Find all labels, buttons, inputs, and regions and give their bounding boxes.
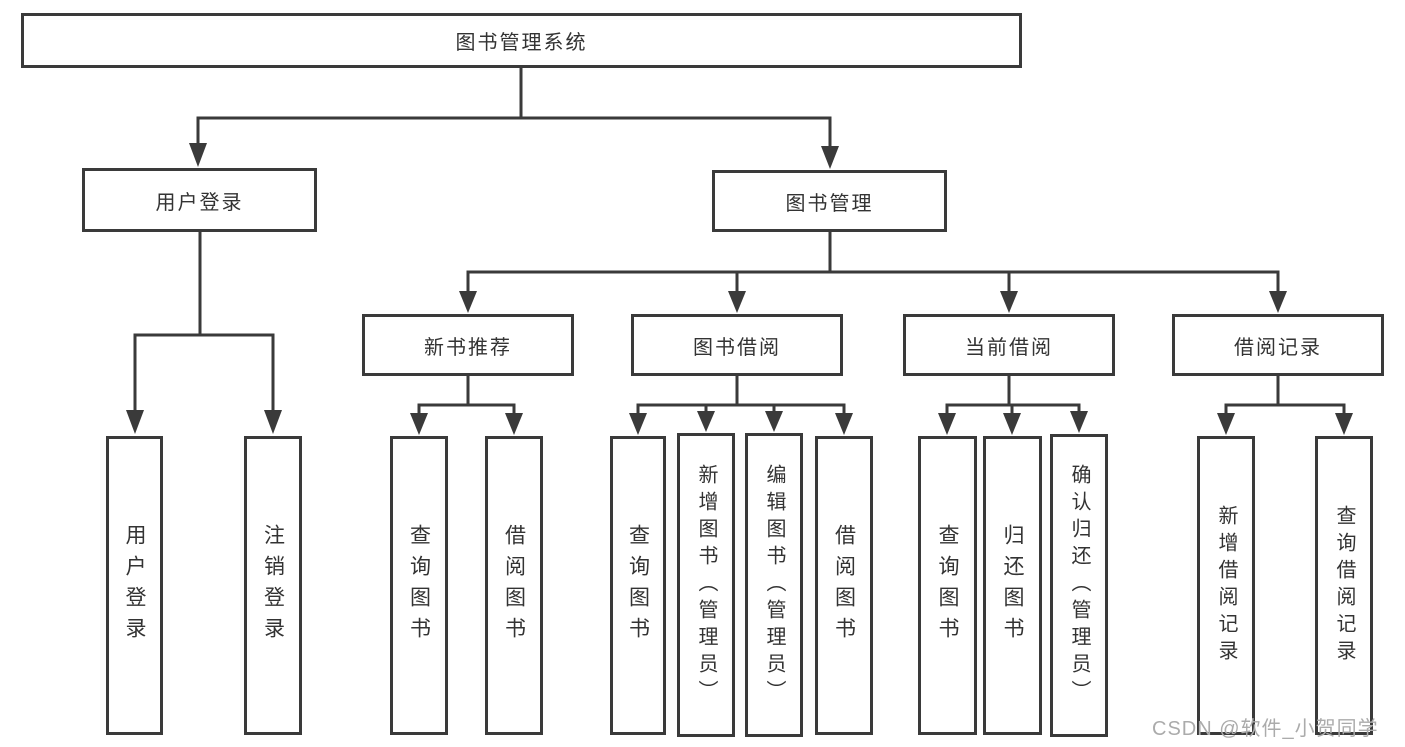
node-user-login: 用户登录 <box>82 168 317 232</box>
node-new-book-recommend: 新书推荐 <box>362 314 574 376</box>
leaf-query-books-current: 查询图书 <box>918 436 977 735</box>
leaf-borrow-books-recommend: 借阅图书 <box>485 436 543 735</box>
arrow-down-icon <box>821 146 839 169</box>
arrow-down-icon <box>938 413 956 435</box>
node-label: 确认归还（管理员） <box>1068 464 1090 707</box>
node-label: 归还图书 <box>1001 523 1024 648</box>
leaf-user-login: 用户登录 <box>106 436 163 735</box>
node-label: 新增图书（管理员） <box>695 463 717 707</box>
arrow-down-icon <box>505 413 523 435</box>
node-book-management: 图书管理 <box>712 170 947 232</box>
arrow-down-icon <box>765 411 783 432</box>
arrow-down-icon <box>835 413 853 435</box>
arrow-down-icon <box>1070 411 1088 433</box>
leaf-add-book-admin: 新增图书（管理员） <box>677 433 735 737</box>
node-label: 查询图书 <box>407 523 431 648</box>
node-current-borrow: 当前借阅 <box>903 314 1115 376</box>
arrow-down-icon <box>1217 413 1235 435</box>
node-book-borrow: 图书借阅 <box>631 314 843 376</box>
node-label: 注销登录 <box>261 523 285 648</box>
node-label: 图书管理系统 <box>455 32 588 54</box>
node-label: 查询借阅记录 <box>1333 504 1355 667</box>
node-label: 新书推荐 <box>424 336 512 359</box>
arrow-down-icon <box>126 410 144 434</box>
node-label: 当前借阅 <box>965 336 1053 359</box>
leaf-confirm-return-admin: 确认归还（管理员） <box>1050 434 1108 737</box>
arrow-down-icon <box>1269 291 1287 313</box>
csdn-watermark: CSDN @软件_小贺同学 <box>1152 718 1379 740</box>
node-label: 用户登录 <box>123 523 146 648</box>
arrow-down-icon <box>728 291 746 313</box>
node-borrow-records: 借阅记录 <box>1172 314 1384 376</box>
node-label: 查询图书 <box>626 523 650 648</box>
node-label: 借阅记录 <box>1234 336 1322 359</box>
node-label: 图书管理 <box>785 192 874 215</box>
node-label: 用户登录 <box>155 191 244 214</box>
arrow-down-icon <box>697 411 715 432</box>
leaf-edit-book-admin: 编辑图书（管理员） <box>745 433 803 737</box>
leaf-query-books-borrow: 查询图书 <box>610 436 666 735</box>
arrow-down-icon <box>1335 413 1353 435</box>
arrow-down-icon <box>629 413 647 435</box>
leaf-query-borrow-record: 查询借阅记录 <box>1315 436 1373 735</box>
arrow-down-icon <box>1000 291 1018 313</box>
node-root-system: 图书管理系统 <box>21 13 1022 68</box>
arrow-down-icon <box>189 143 207 167</box>
node-label: 新增借阅记录 <box>1215 504 1237 667</box>
arrow-down-icon <box>1003 413 1021 435</box>
leaf-return-book: 归还图书 <box>983 436 1042 735</box>
arrow-down-icon <box>410 413 428 435</box>
node-label: 借阅图书 <box>832 523 856 648</box>
leaf-query-books-recommend: 查询图书 <box>390 436 448 735</box>
node-label: 查询图书 <box>936 523 959 648</box>
arrow-down-icon <box>264 410 282 434</box>
node-label: 借阅图书 <box>502 523 526 648</box>
leaf-add-borrow-record: 新增借阅记录 <box>1197 436 1255 735</box>
leaf-logout: 注销登录 <box>244 436 302 735</box>
node-label: 图书借阅 <box>693 336 781 359</box>
arrow-down-icon <box>459 291 477 313</box>
node-label: 编辑图书（管理员） <box>763 463 785 707</box>
leaf-borrow-book: 借阅图书 <box>815 436 873 735</box>
